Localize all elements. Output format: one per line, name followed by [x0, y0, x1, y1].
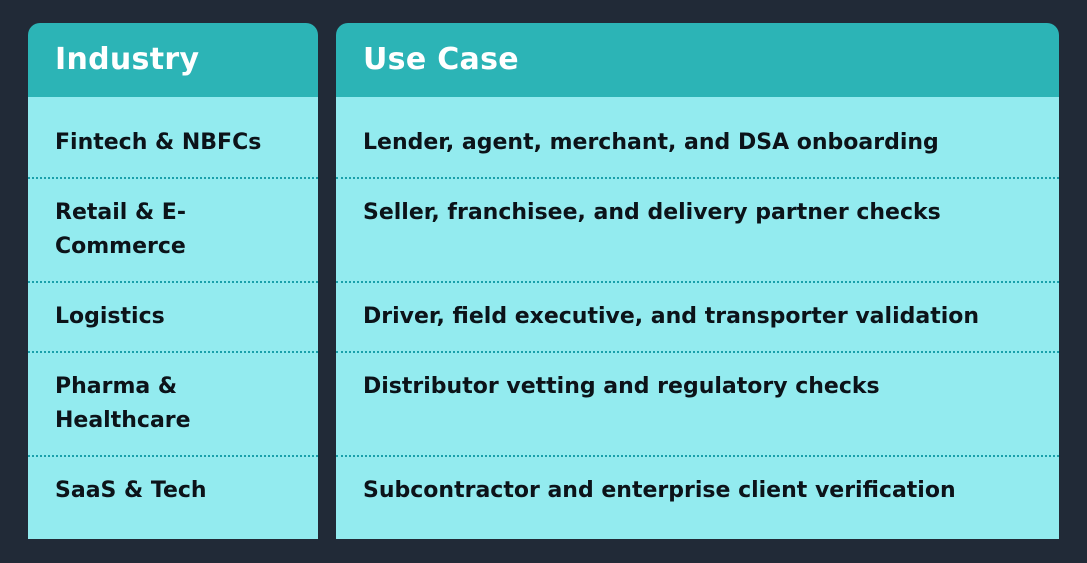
- industry-cell: SaaS & Tech: [28, 457, 318, 539]
- industry-cell: Fintech & NBFCs: [28, 97, 318, 179]
- use-case-cell: Subcontractor and enterprise client veri…: [336, 457, 1059, 539]
- use-case-cell: Driver, field executive, and transporter…: [336, 283, 1059, 353]
- industry-cell: Logistics: [28, 283, 318, 353]
- column-header-industry: Industry: [28, 23, 318, 97]
- industry-cell: Pharma & Healthcare: [28, 353, 318, 457]
- use-case-cell: Distributor vetting and regulatory check…: [336, 353, 1059, 457]
- column-header-use-case: Use Case: [336, 23, 1059, 97]
- use-case-header-label: Use Case: [363, 42, 519, 77]
- industry-cell: Retail & E- Commerce: [28, 179, 318, 283]
- use-case-cell: Lender, agent, merchant, and DSA onboard…: [336, 97, 1059, 179]
- industry-use-case-table: Industry Use Case Fintech & NBFCs Lender…: [28, 23, 1059, 539]
- industry-header-label: Industry: [55, 42, 200, 77]
- use-case-cell: Seller, franchisee, and delivery partner…: [336, 179, 1059, 283]
